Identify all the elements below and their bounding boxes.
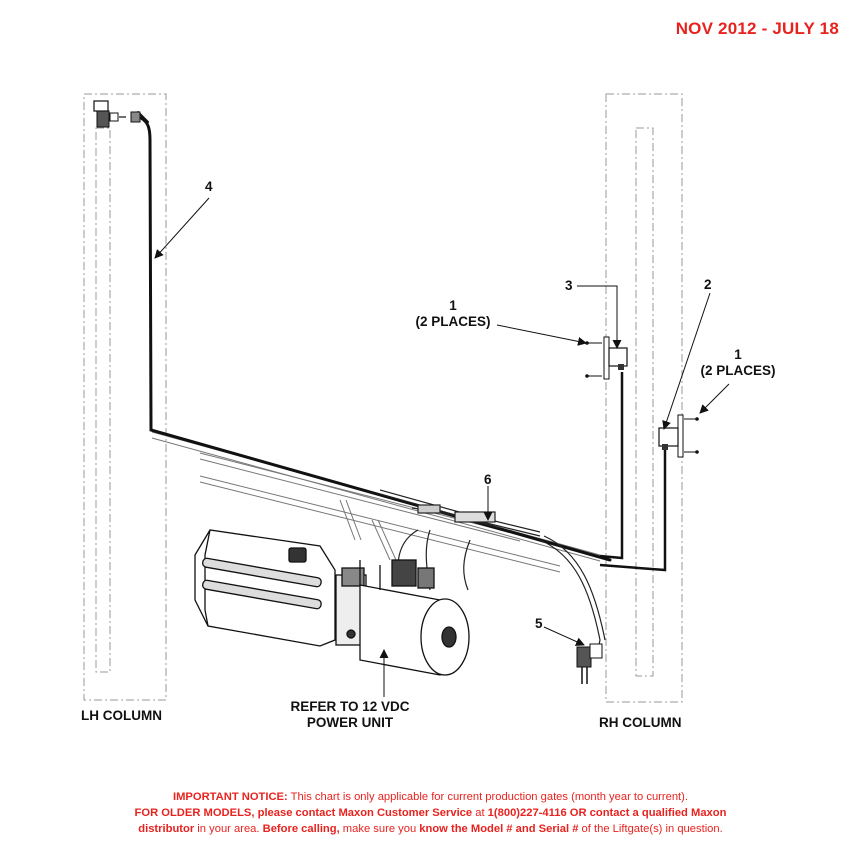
notice-text-1: This chart is only applicable for curren…	[287, 791, 688, 803]
rh-column-label: RH COLUMN	[599, 715, 682, 730]
notice-phone: 1(800)227-4116 OR contact a qualified Ma…	[487, 807, 727, 819]
lh-column-label: LH COLUMN	[81, 708, 162, 723]
notice-line-1: IMPORTANT NOTICE: This chart is only app…	[0, 789, 861, 805]
notice-line-2: FOR OLDER MODELS, please contact Maxon C…	[0, 805, 861, 821]
power-unit-icon	[194, 529, 470, 676]
callout-6: 6	[484, 472, 492, 487]
power-unit-reference: REFER TO 12 VDC POWER UNIT	[270, 699, 430, 731]
callout-3: 3	[565, 278, 573, 293]
rh-switch-item-3-icon	[585, 336, 628, 380]
notice-model-serial: know the Model # and Serial #	[419, 823, 579, 835]
refer-line-2: POWER UNIT	[306, 715, 394, 730]
notice-text-3b: make sure you	[339, 823, 420, 835]
notice-line-3: distributor in your area. Before calling…	[0, 821, 861, 837]
callout-2: 2	[704, 277, 712, 292]
callout-1-right-note: (2 PLACES)	[700, 363, 776, 378]
callout-1-left-number: 1	[449, 298, 457, 313]
callout-5: 5	[535, 616, 543, 631]
notice-heading: IMPORTANT NOTICE:	[172, 791, 288, 803]
leader-lines	[154, 197, 730, 697]
callout-1-left: 1 (2 PLACES)	[410, 298, 496, 330]
lh-limit-switch-icon	[93, 100, 141, 128]
rh-harness-cables	[599, 372, 667, 572]
notice-older-models: FOR OLDER MODELS, please contact Maxon C…	[134, 807, 473, 819]
callout-1-right: 1 (2 PLACES)	[695, 347, 781, 379]
callout-4: 4	[205, 179, 213, 194]
notice-text-3c: of the Liftgate(s) in question.	[578, 823, 723, 835]
callout-1-right-number: 1	[734, 347, 742, 362]
important-notice: IMPORTANT NOTICE: This chart is only app…	[0, 789, 861, 837]
notice-text-2a: at	[472, 807, 488, 819]
notice-before-calling: Before calling,	[262, 823, 340, 835]
refer-line-1: REFER TO 12 VDC	[290, 699, 410, 714]
date-range-title: NOV 2012 - JULY 18	[675, 19, 839, 38]
callout-1-left-note: (2 PLACES)	[415, 314, 491, 329]
notice-distributor: distributor	[138, 823, 195, 835]
item-5-connector-icon	[576, 643, 603, 684]
rh-column-outline	[605, 93, 683, 703]
lh-column-outline	[83, 93, 167, 701]
notice-text-3a: in your area.	[194, 823, 263, 835]
